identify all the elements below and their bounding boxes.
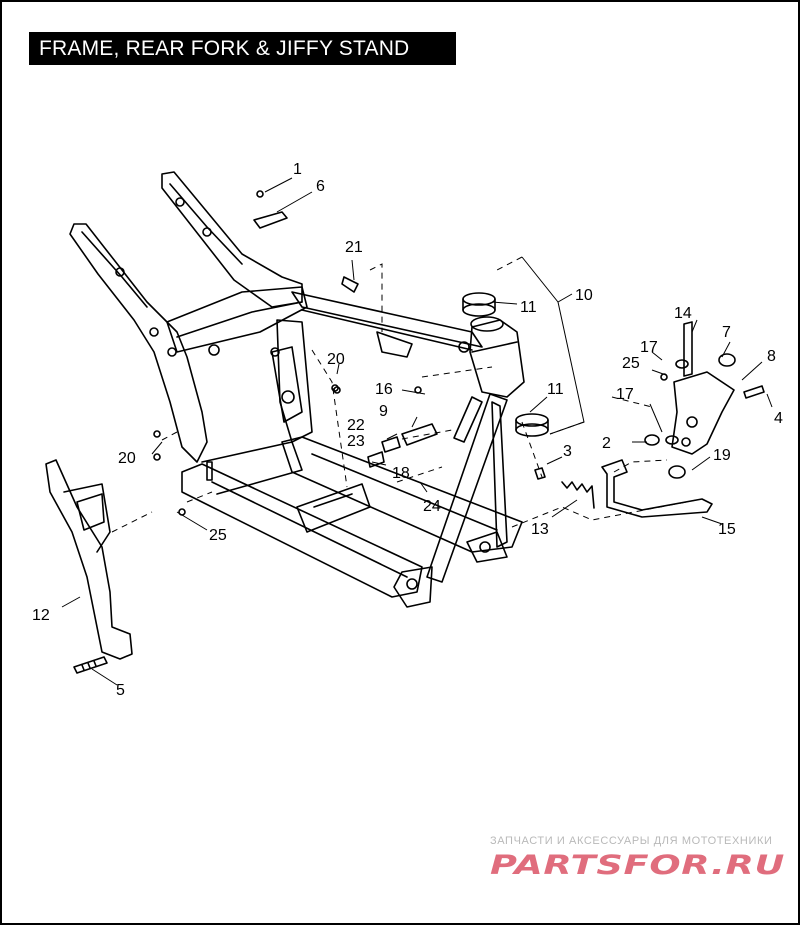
callout-22: 22 — [347, 417, 365, 434]
callout-23: 23 — [347, 433, 365, 450]
callout-25-right: 25 — [622, 355, 640, 372]
alignment-dashes — [111, 256, 703, 533]
callout-20: 20 — [327, 351, 345, 368]
front-down-tube — [426, 393, 508, 583]
callout-labels: 1 6 21 10 11 11 20 16 9 22 23 18 24 3 13… — [32, 161, 783, 699]
side-plate-part-12 — [45, 459, 133, 660]
callout-11-lower: 11 — [547, 381, 564, 398]
jiffy-stand-bracket — [671, 321, 765, 455]
jiffy-stand-leg — [601, 459, 713, 518]
lower-frame-rails — [181, 436, 523, 608]
watermark-logo-text: PARTSFOR.RU — [490, 850, 785, 880]
callout-leaders — [61, 177, 773, 686]
callout-15: 15 — [718, 521, 736, 538]
rear-frame-rails — [69, 171, 303, 463]
small-hardware — [153, 190, 689, 516]
callout-8: 8 — [767, 348, 776, 365]
callout-17-lower: 17 — [616, 386, 634, 403]
callout-24: 24 — [423, 498, 441, 515]
callout-21: 21 — [345, 239, 363, 256]
watermark-logo: PARTSFOR.RU — [490, 850, 785, 880]
callout-3: 3 — [563, 443, 572, 460]
callout-19: 19 — [713, 447, 731, 464]
callout-4: 4 — [774, 410, 783, 427]
frame-top-tube — [291, 291, 483, 358]
watermark-caption: ЗАПЧАСТИ И АКСЕССУАРЫ ДЛЯ МОТОТЕХНИКИ — [490, 835, 773, 847]
page-title: FRAME, REAR FORK & JIFFY STAND — [29, 32, 456, 65]
callout-14: 14 — [674, 305, 692, 322]
callout-1: 1 — [293, 161, 302, 178]
frame-center-section — [270, 319, 313, 443]
callout-2: 2 — [602, 435, 611, 452]
callout-13: 13 — [531, 521, 549, 538]
callout-16: 16 — [375, 381, 393, 398]
callout-9: 9 — [379, 403, 388, 420]
callout-7: 7 — [722, 324, 731, 341]
callout-20-left: 20 — [118, 450, 136, 467]
steering-head — [458, 316, 525, 398]
callout-12: 12 — [32, 607, 50, 624]
callout-18: 18 — [392, 465, 410, 482]
rear-cross-member — [166, 286, 308, 356]
spring-part-13 — [561, 481, 595, 509]
callout-10: 10 — [575, 287, 593, 304]
callout-6: 6 — [316, 178, 325, 195]
bearing-cups-part-11 — [462, 292, 549, 437]
callout-17: 17 — [640, 339, 658, 356]
callout-11: 11 — [520, 299, 537, 316]
callout-25: 25 — [209, 527, 227, 544]
callout-5: 5 — [116, 682, 125, 699]
bolt-part-5 — [73, 656, 108, 674]
